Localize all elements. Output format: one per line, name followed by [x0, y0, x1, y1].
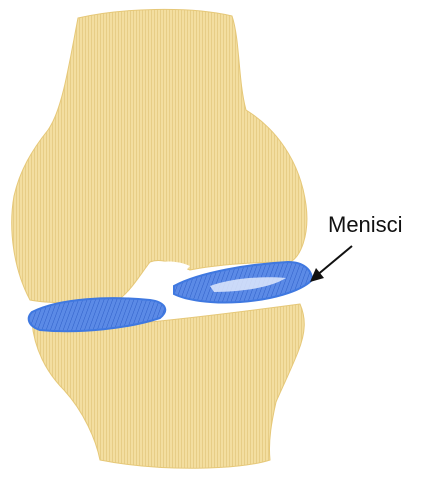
menisci-label: Menisci: [328, 214, 403, 236]
femur-bone: [12, 9, 307, 302]
annotation-arrow-line: [316, 246, 352, 276]
